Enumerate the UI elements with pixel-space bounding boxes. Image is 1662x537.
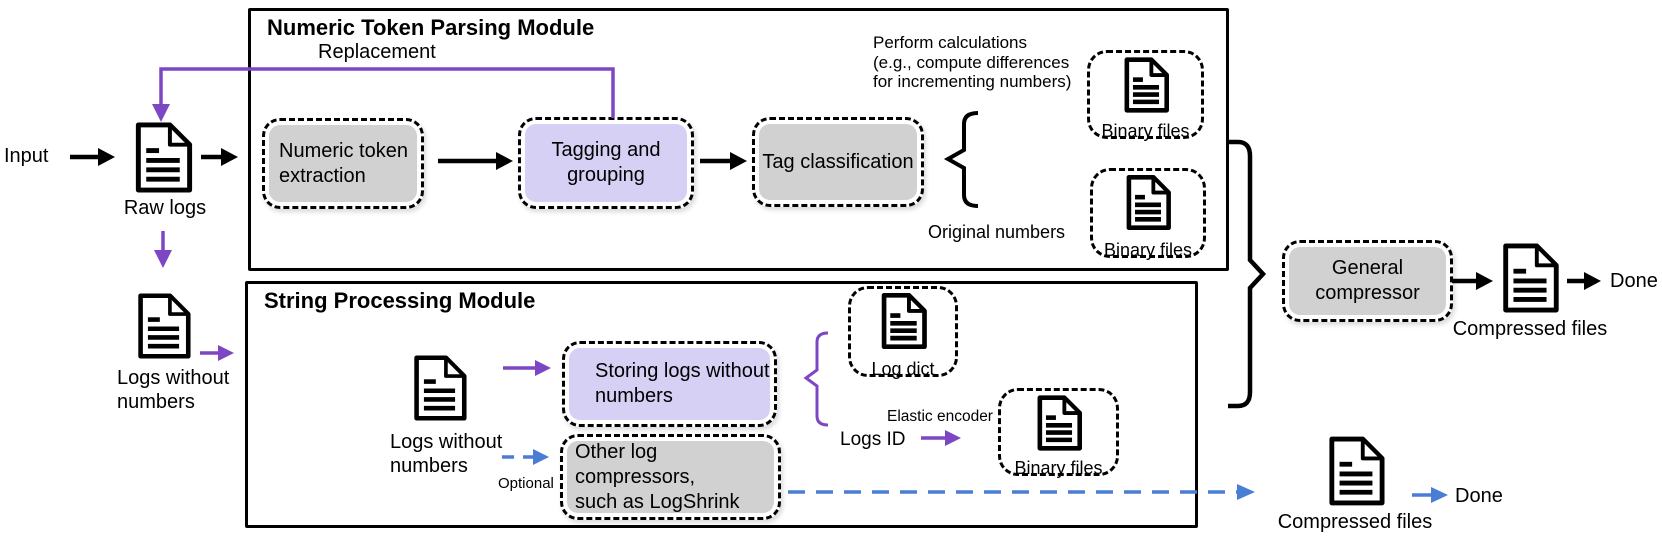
- elastic-encoder-label: Elastic encoder: [887, 408, 993, 425]
- string-module-title: String Processing Module: [264, 288, 536, 313]
- numeric-token-extraction-box: Numeric token extraction: [262, 118, 424, 209]
- binary-files-icon: [1001, 395, 1116, 451]
- document-icon: [881, 293, 927, 349]
- general-compressor-box: General compressor: [1282, 240, 1453, 322]
- other-compressors-label: Other log compressors, such as LogShrink: [575, 440, 740, 513]
- binary-files-label: Binary files: [1014, 458, 1103, 478]
- storing-logs-label: Storing logs without numbers: [595, 360, 770, 407]
- document-icon: [414, 355, 467, 421]
- perform-calculations-note: Perform calculations (e.g., compute diff…: [873, 33, 1072, 91]
- document-icon: [138, 293, 191, 359]
- input-label: Input: [4, 145, 49, 167]
- string-processing-module: String Processing Module: [245, 281, 1198, 528]
- compressed-files-label-top: Compressed files: [1452, 318, 1608, 340]
- box-fill: [759, 124, 917, 200]
- input-arrow: [70, 148, 115, 166]
- tag-classification-label: Tag classification: [762, 150, 914, 173]
- binary-files-label: Binary files: [1101, 121, 1190, 141]
- tag-classification-box: Tag classification: [752, 117, 924, 207]
- replacement-label: Replacement: [318, 41, 436, 63]
- compressor-output-arrow: [1452, 272, 1493, 290]
- box-fill: [1289, 247, 1446, 315]
- other-compressors-box: Other log compressors, such as LogShrink: [560, 434, 781, 520]
- box-fill: [525, 124, 687, 202]
- done-label-top: Done: [1610, 270, 1658, 292]
- storing-logs-box: Storing logs without numbers: [562, 341, 777, 427]
- raw-logs-label: Raw logs: [123, 197, 207, 219]
- done-arrow-bottom: [1412, 487, 1448, 503]
- raw-logs-down-arrow: [154, 231, 172, 268]
- numeric-module-title: Numeric Token Parsing Module: [267, 15, 595, 40]
- raw-logs-to-module-arrow: [201, 148, 238, 166]
- tagging-grouping-label: Tagging and grouping: [551, 139, 661, 186]
- compressed-files-icon-top: [1500, 243, 1560, 318]
- binary-files-icon: [1090, 57, 1201, 113]
- binary-files-box-2: Binary files: [1090, 168, 1206, 260]
- document-icon: [1503, 243, 1559, 313]
- document-icon: [1037, 395, 1082, 451]
- document-icon: [1329, 436, 1385, 506]
- log-dict-box: Log dict: [848, 286, 958, 379]
- done-arrow-top: [1567, 272, 1601, 290]
- compressed-files-label-bottom: Compressed files: [1277, 511, 1433, 533]
- document-icon: [135, 122, 193, 193]
- binary-files-box-top: Binary files: [1087, 50, 1204, 141]
- box-fill: [567, 441, 774, 513]
- logs-id-label: Logs ID: [840, 429, 906, 450]
- original-numbers-label: Original numbers: [928, 222, 1066, 242]
- raw-logs-icon: [133, 122, 193, 198]
- numeric-token-parsing-module: Numeric Token Parsing Module: [248, 8, 1229, 271]
- box-fill: [269, 125, 417, 202]
- compressed-files-icon-bottom: [1327, 435, 1385, 512]
- binary-files-box-3: Binary files: [998, 388, 1119, 478]
- general-compressor-label: General compressor: [1315, 257, 1420, 304]
- log-dict-icon: [851, 293, 955, 349]
- document-icon: [1124, 57, 1169, 113]
- tagging-grouping-box: Tagging and grouping: [518, 117, 694, 209]
- logs-into-module-arrow: [200, 345, 234, 361]
- done-label-bottom: Done: [1455, 485, 1503, 507]
- box-fill: [569, 348, 770, 420]
- document-icon: [1126, 175, 1171, 230]
- logs-without-numbers-icon: [136, 290, 191, 367]
- optional-label: Optional: [498, 475, 554, 492]
- logs-without-numbers-label: Logs without numbers: [117, 367, 230, 413]
- logs-without-numbers-inner-icon: [412, 353, 467, 428]
- binary-files-icon: [1093, 175, 1203, 230]
- outputs-brace: [1228, 139, 1267, 409]
- numeric-token-extraction-label: Numeric token extraction: [279, 139, 408, 187]
- logs-without-numbers-inner-label: Logs without numbers: [390, 431, 503, 477]
- log-dict-label: Log dict: [871, 359, 935, 379]
- binary-files-label: Binary files: [1103, 240, 1193, 260]
